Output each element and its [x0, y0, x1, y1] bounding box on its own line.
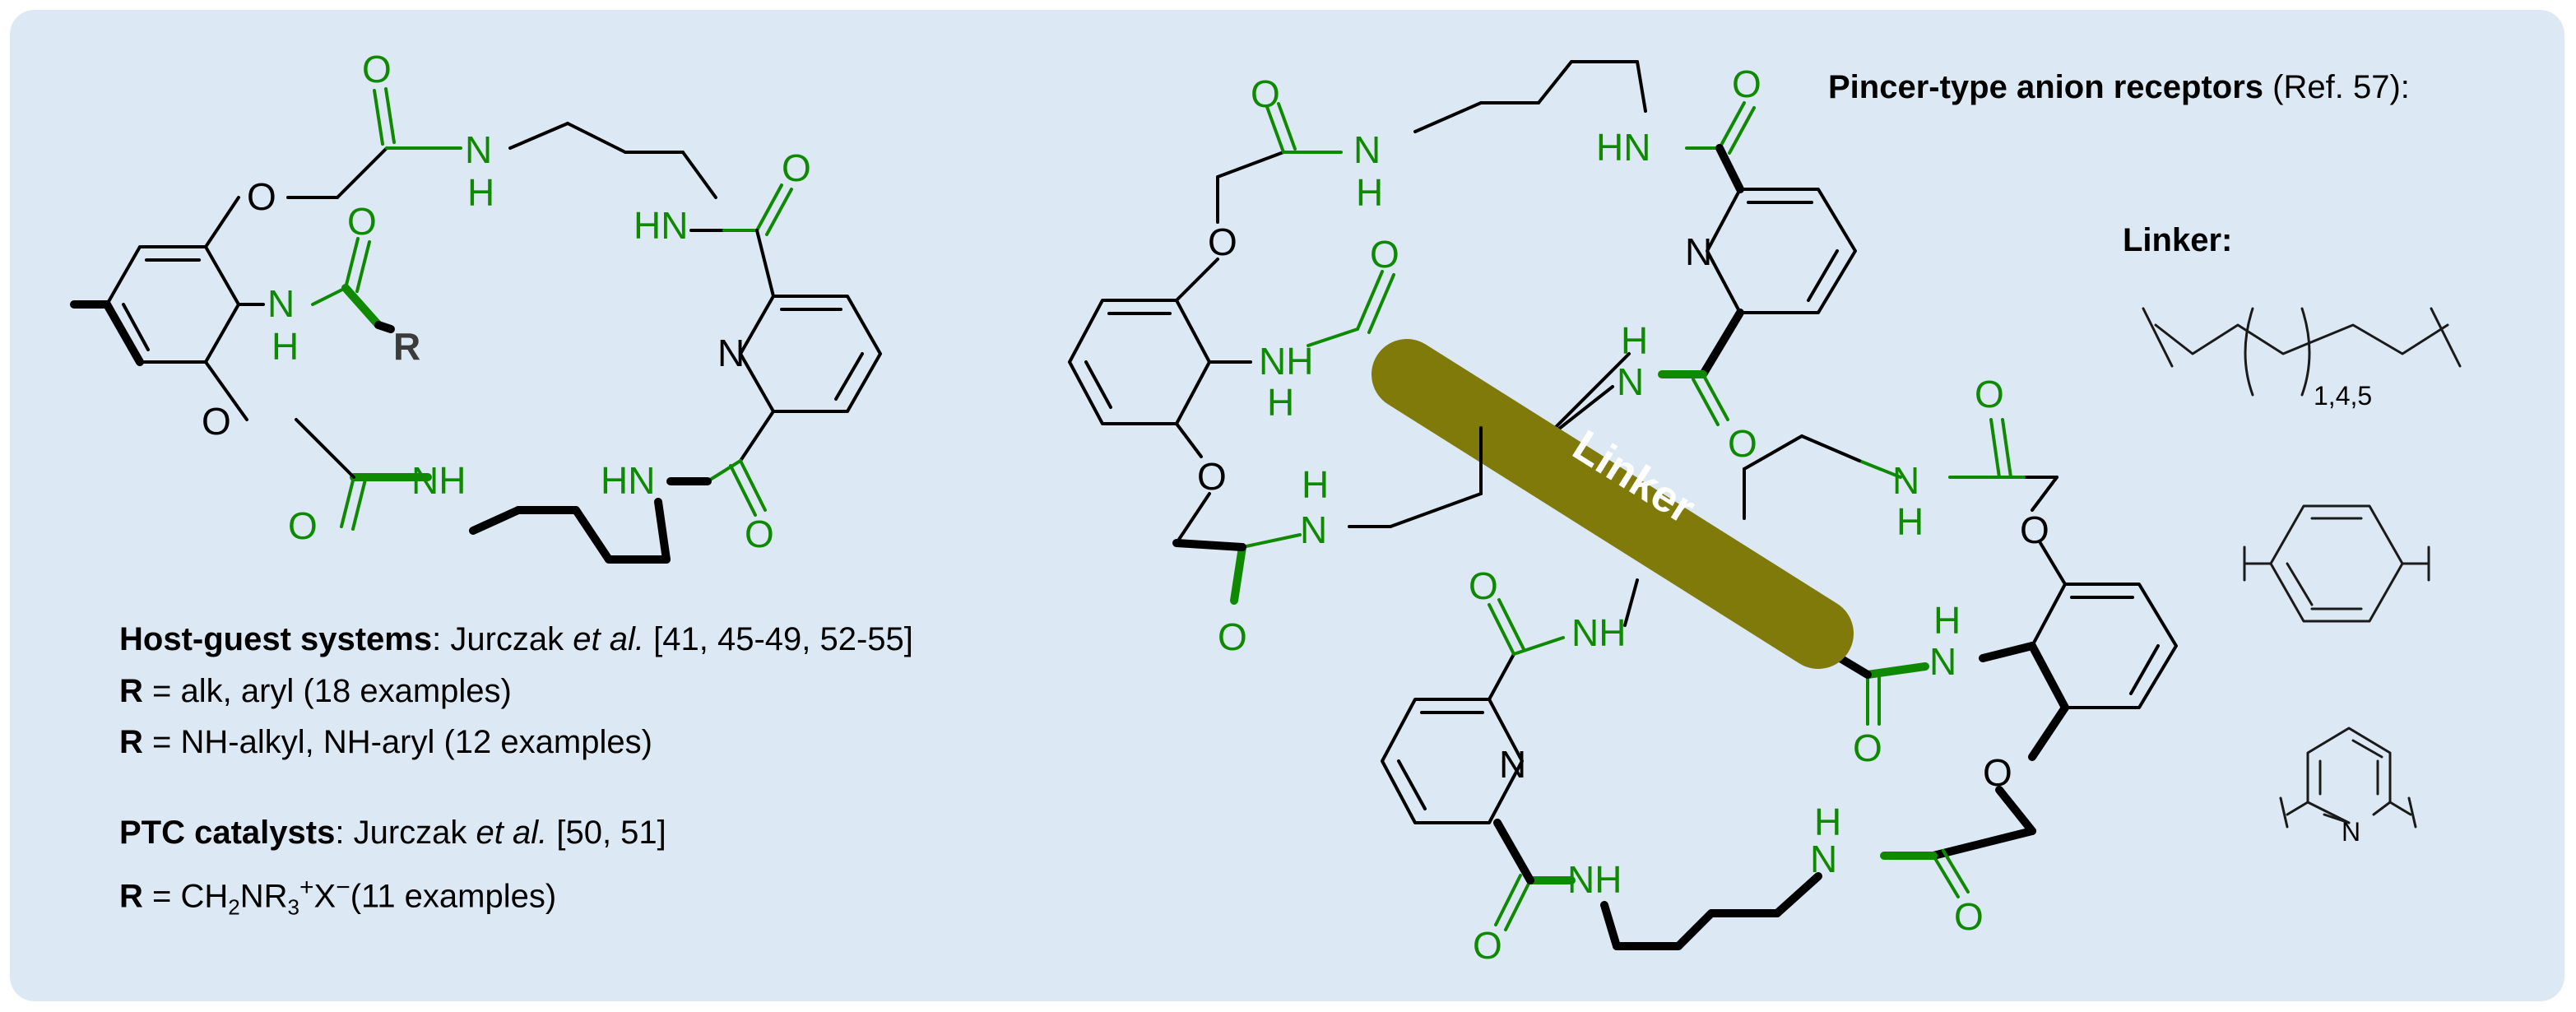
ptc-refs: [50, 51] — [547, 815, 666, 851]
background-panel — [10, 10, 2564, 1001]
receptors-heading: Pincer-type anion receptors (Ref. 57): — [1828, 69, 2410, 106]
ptc-r-nr: NR — [239, 878, 288, 915]
oxygen-atom: O — [247, 175, 276, 218]
amide-h: H — [1814, 801, 1841, 843]
host-guest-refs: [41, 45-49, 52-55] — [644, 621, 913, 657]
r-line-2-text: = NH-alkyl, NH-aryl (12 examples) — [142, 724, 652, 760]
pyridine-nitrogen: N — [1499, 743, 1526, 786]
pyridine-nitrogen: N — [1685, 230, 1712, 273]
pyridine-nitrogen: N — [2342, 817, 2360, 847]
ptc-r-eq: = CH — [142, 878, 229, 915]
amide-nh: N — [1892, 459, 1919, 502]
ptc-r-x: X — [313, 878, 337, 915]
carbonyl-oxygen: O — [745, 513, 774, 555]
ptc-line: PTC catalysts: Jurczak et al. [50, 51] — [119, 815, 666, 852]
linker-bar — [1372, 339, 1854, 669]
oxygen-atom: O — [1983, 751, 2012, 794]
heading-ref: (Ref. 57): — [2272, 69, 2410, 105]
r-line-1: R = alk, aryl (18 examples) — [119, 673, 512, 710]
pincer-dimer: Linker O O N H HN O N H N O O NH H O H N… — [1068, 60, 2178, 967]
amide-hn: HN — [1596, 126, 1650, 169]
ptc-title: PTC catalysts — [119, 815, 336, 851]
amide-nh: N — [465, 128, 492, 171]
r-line-1-text: = alk, aryl (18 examples) — [142, 673, 512, 709]
amide-nh: N — [1617, 360, 1644, 403]
carbonyl-oxygen: O — [1975, 373, 2004, 415]
carbonyl-oxygen: O — [1473, 924, 1502, 967]
amide-nh: N — [1810, 838, 1837, 880]
r-symbol: R — [119, 673, 143, 709]
carbonyl-oxygen: O — [1469, 564, 1498, 607]
phenylene-linker — [2243, 504, 2430, 623]
amide-nh: NH — [411, 459, 466, 502]
pyridine-linker: N — [2279, 727, 2417, 847]
amide-hn: HN — [601, 459, 655, 502]
amide-nh: N — [1300, 508, 1327, 551]
pyridine-nitrogen: N — [717, 332, 745, 374]
host-guest-sep: : Jurczak — [432, 621, 573, 657]
heading-bold: Pincer-type anion receptors — [1828, 69, 2264, 105]
chain-multiplier: 1,4,5 — [2314, 381, 2372, 411]
amide-nh: NH — [1567, 858, 1622, 901]
host-guest-etal: et al. — [573, 621, 644, 657]
carbonyl-oxygen: O — [782, 146, 811, 189]
carbonyl-oxygen: O — [288, 504, 318, 547]
oxygen-atom: O — [2020, 508, 2049, 551]
superscript-minus: − — [336, 874, 350, 901]
ptc-sep: : Jurczak — [335, 815, 476, 851]
r-group-label: R — [393, 325, 420, 368]
carbonyl-oxygen: O — [1251, 72, 1280, 115]
amide-nh: NH — [1571, 611, 1626, 654]
amide-nh: NH — [1259, 340, 1313, 383]
carbonyl-oxygen: O — [1732, 63, 1761, 105]
amide-hn: HN — [634, 204, 688, 247]
carbonyl-oxygen: O — [1218, 615, 1247, 658]
amide-h: H — [1302, 463, 1329, 506]
ptc-r-line: R = CH2NR3+X−(11 examples) — [119, 874, 556, 920]
oxygen-atom: O — [202, 400, 231, 443]
amide-nh: N — [1353, 128, 1381, 171]
ptc-etal: et al. — [476, 815, 548, 851]
amide-h: H — [1933, 599, 1961, 642]
amide-nh: N — [1929, 640, 1956, 683]
subscript-2: 2 — [228, 894, 240, 920]
amide-h: H — [272, 325, 299, 368]
amide-h: H — [1621, 319, 1648, 362]
r-symbol: R — [119, 724, 143, 760]
oxygen-atom: O — [1197, 455, 1227, 498]
subscript-3: 3 — [287, 894, 299, 920]
carbonyl-oxygen: O — [362, 48, 392, 91]
amide-h: H — [467, 171, 494, 214]
oxygen-atom: O — [1208, 221, 1237, 263]
carbonyl-oxygen: O — [1728, 422, 1757, 465]
r-line-2: R = NH-alkyl, NH-aryl (12 examples) — [119, 724, 652, 761]
alkyl-chain-linker: 1,4,5 — [2142, 307, 2462, 411]
superscript-plus: + — [299, 874, 314, 901]
amide-h: H — [1267, 381, 1294, 424]
left-macrocycle: O O O N H HN O N O HN NH O N H O R — [70, 48, 882, 564]
amide-nh: N — [267, 282, 295, 325]
amide-h: H — [1896, 500, 1924, 543]
host-guest-line: Host-guest systems: Jurczak et al. [41, … — [119, 621, 913, 658]
carbonyl-oxygen: O — [1370, 233, 1399, 276]
carbonyl-oxygen: O — [1954, 895, 1984, 938]
amide-h: H — [1356, 171, 1383, 214]
carbonyl-oxygen: O — [347, 200, 377, 243]
carbonyl-oxygen: O — [1853, 727, 1882, 769]
r-symbol: R — [119, 878, 143, 915]
host-guest-title: Host-guest systems — [119, 621, 433, 657]
ptc-r-examples: (11 examples) — [350, 878, 557, 915]
linker-label: Linker: — [2123, 222, 2233, 258]
